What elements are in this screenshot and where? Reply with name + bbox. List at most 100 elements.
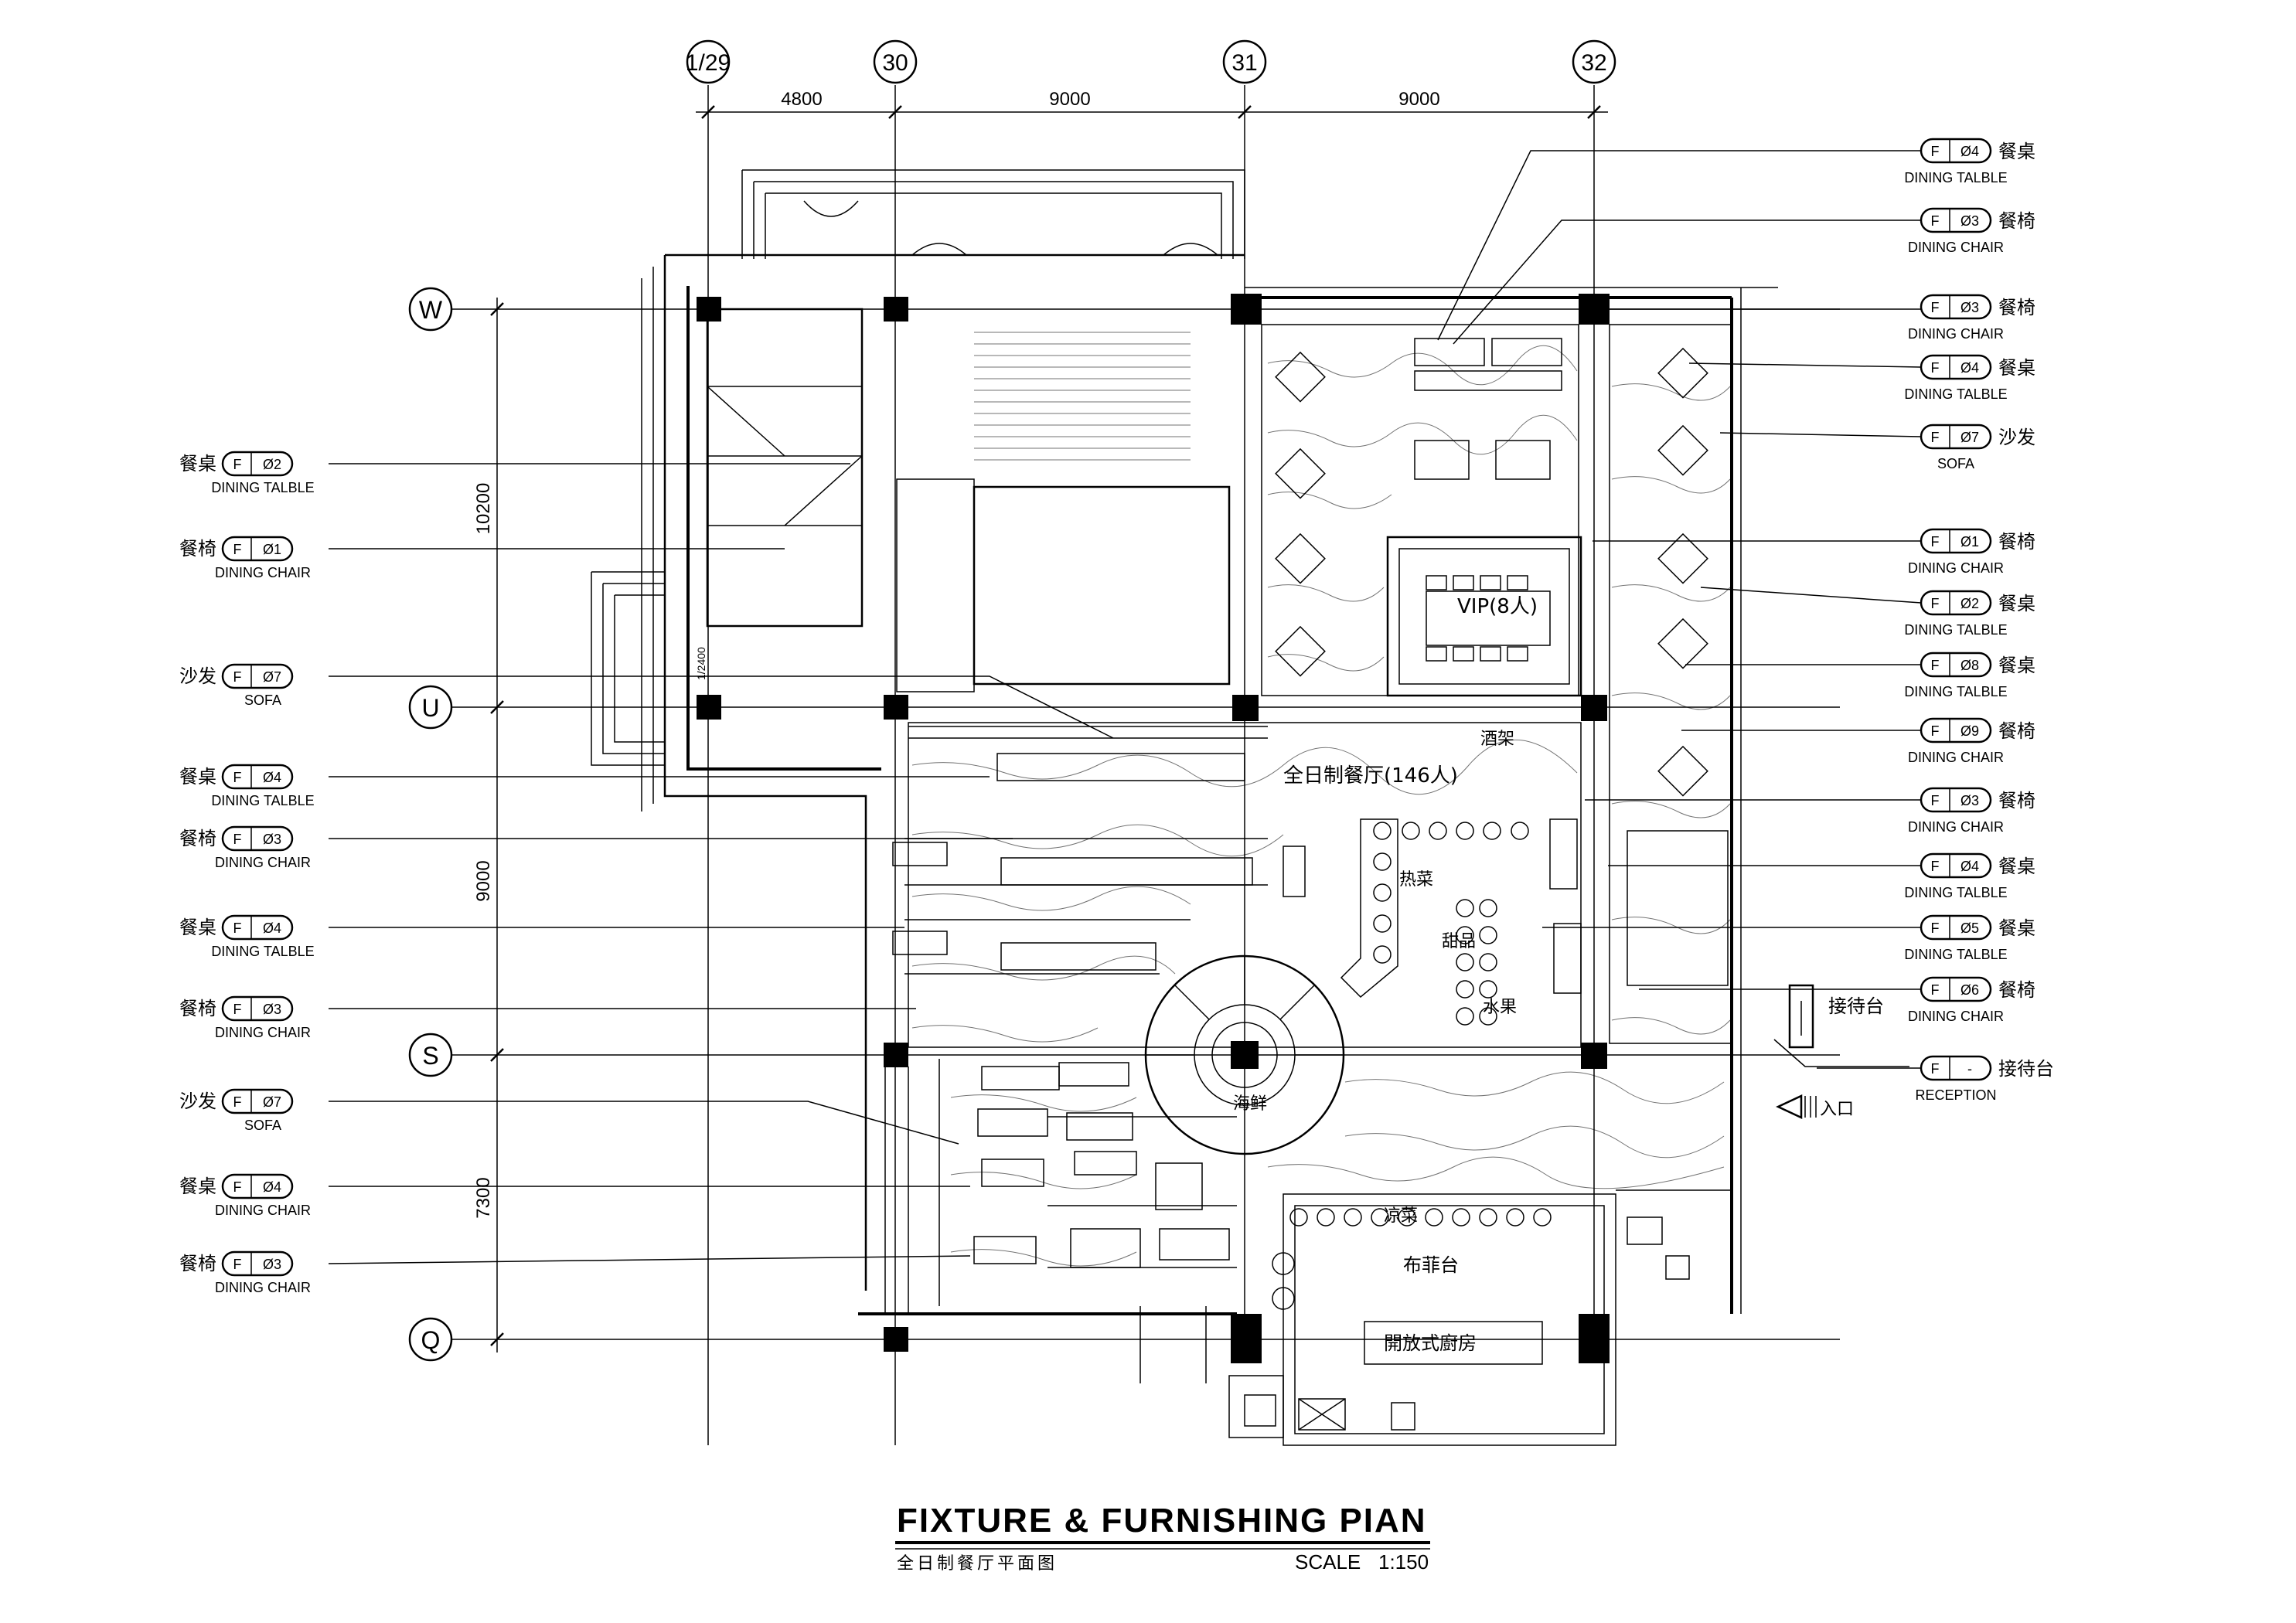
svg-text:Ø5: Ø5	[1960, 920, 1979, 936]
label-reception: 接待台	[1828, 995, 1884, 1017]
label-cold-dishes: 凉菜	[1384, 1206, 1418, 1226]
svg-text:DINING CHAIR: DINING CHAIR	[1908, 750, 2004, 765]
svg-text:1/29: 1/29	[686, 50, 731, 76]
grid-bubble-row-w: W	[408, 287, 453, 332]
svg-text:Ø8: Ø8	[1960, 658, 1979, 673]
svg-text:接待台: 接待台	[1998, 1058, 2054, 1080]
building-walls	[591, 169, 1778, 1446]
kitchen-fixtures	[1244, 1216, 1690, 1431]
callout-right-2: F Ø3 餐椅 DINING CHAIR	[1908, 207, 2035, 255]
entrance-arrow	[1776, 1094, 1817, 1119]
callout-right-3: F Ø3 餐椅 DINING CHAIR	[1908, 294, 2035, 342]
svg-text:W: W	[419, 296, 443, 324]
svg-text:沙发: 沙发	[179, 1091, 216, 1112]
dimension-left: 10200 9000 7300	[473, 298, 504, 1352]
callout-left-10: 餐椅 F Ø3 DINING CHAIR	[179, 1250, 311, 1295]
svg-text:-: -	[1967, 1061, 1972, 1077]
svg-text:F: F	[233, 1094, 242, 1110]
svg-text:10200: 10200	[473, 483, 494, 535]
svg-text:7300: 7300	[473, 1177, 494, 1218]
svg-text:餐桌: 餐桌	[1998, 655, 2035, 676]
svg-text:餐桌: 餐桌	[1998, 593, 2035, 614]
svg-text:DINING CHAIR: DINING CHAIR	[1908, 819, 2004, 835]
svg-text:F: F	[233, 542, 242, 557]
svg-text:Ø3: Ø3	[263, 1002, 281, 1017]
svg-text:Ø2: Ø2	[1960, 596, 1979, 611]
grid-bubble-col-31: 31	[1222, 39, 1267, 84]
callout-right-14: F - 接待台 RECEPTION	[1915, 1055, 2054, 1103]
dining-tables-diamond	[1275, 347, 1708, 797]
svg-text:F: F	[1931, 213, 1940, 229]
svg-text:Ø6: Ø6	[1960, 982, 1979, 998]
svg-text:F: F	[1931, 1061, 1940, 1077]
callout-leaders-right	[1437, 150, 1922, 1069]
svg-text:Q: Q	[421, 1326, 441, 1354]
svg-text:Ø9: Ø9	[1960, 723, 1979, 739]
structural-columns	[697, 294, 1610, 1363]
grid-column-lines	[707, 85, 1595, 1445]
callout-right-4: F Ø4 餐桌 DINING TALBLE	[1904, 354, 2035, 402]
seafood-station	[1144, 954, 1345, 1155]
callout-left-3: 沙发 F Ø7 SOFA	[179, 663, 294, 708]
svg-text:DINING TALBLE: DINING TALBLE	[1904, 684, 2007, 699]
dining-tables-main-hall	[892, 726, 1729, 994]
svg-text:RECEPTION: RECEPTION	[1915, 1087, 1996, 1103]
callout-leaders-left	[328, 463, 1114, 1264]
svg-text:F: F	[233, 920, 242, 936]
svg-text:餐椅: 餐椅	[1998, 720, 2035, 742]
svg-text:32: 32	[1581, 50, 1606, 76]
callout-right-5: F Ø7 沙发 SOFA	[1920, 424, 2035, 471]
svg-text:Ø1: Ø1	[263, 542, 281, 557]
label-desserts: 甜品	[1442, 932, 1476, 951]
svg-text:Ø3: Ø3	[1960, 300, 1979, 315]
svg-text:F: F	[233, 1002, 242, 1017]
svg-text:F: F	[1931, 859, 1940, 874]
svg-text:Ø4: Ø4	[263, 920, 281, 936]
svg-text:9000: 9000	[1398, 89, 1439, 110]
dining-tables-north	[1414, 338, 1562, 480]
svg-text:餐椅: 餐椅	[179, 828, 216, 849]
scale-value: 1:150	[1378, 1550, 1429, 1574]
svg-text:9000: 9000	[473, 860, 494, 901]
svg-text:Ø4: Ø4	[1960, 144, 1979, 159]
callout-left-4: 餐桌 F Ø4 DINING TALBLE	[179, 764, 315, 808]
svg-text:SOFA: SOFA	[1937, 456, 1974, 471]
scale-label: SCALE	[1295, 1550, 1361, 1574]
svg-text:Ø3: Ø3	[1960, 213, 1979, 229]
grid-bubble-col-1-29: 1/29	[686, 39, 731, 84]
svg-text:F: F	[233, 832, 242, 847]
svg-text:餐桌: 餐桌	[179, 1176, 216, 1197]
callout-left-2: 餐椅 F Ø1 DINING CHAIR	[179, 536, 311, 580]
callout-right-6: F Ø1 餐椅 DINING CHAIR	[1908, 528, 2035, 576]
drawing-title: FIXTURE & FURNISHING PIAN	[897, 1502, 1427, 1540]
svg-text:餐椅: 餐椅	[179, 538, 216, 560]
svg-text:DINING CHAIR: DINING CHAIR	[1908, 1009, 2004, 1024]
svg-text:F: F	[233, 669, 242, 685]
svg-text:F: F	[1931, 658, 1940, 673]
svg-text:F: F	[1931, 534, 1940, 550]
svg-text:DINING TALBLE: DINING TALBLE	[211, 944, 314, 959]
svg-text:F: F	[1931, 430, 1940, 445]
svg-text:Ø3: Ø3	[263, 832, 281, 847]
svg-text:餐桌: 餐桌	[179, 766, 216, 788]
room-labels: 全日制餐厅(146人) VIP(8人) 酒架 热菜 甜品 水果 海鲜 凉菜 布菲…	[695, 595, 1884, 1354]
svg-text:餐椅: 餐椅	[1998, 210, 2035, 232]
dining-tables-vip	[1426, 575, 1551, 662]
label-hot-dishes: 热菜	[1399, 870, 1433, 890]
svg-text:Ø4: Ø4	[1960, 859, 1979, 874]
grid-bubble-row-u: U	[408, 685, 453, 730]
label-fruits: 水果	[1483, 998, 1517, 1017]
callout-right-1: F Ø4 餐桌 DINING TALBLE	[1904, 138, 2035, 185]
svg-text:Ø7: Ø7	[1960, 430, 1979, 445]
stair-core	[706, 200, 1231, 692]
reception-desk	[1773, 984, 1909, 1067]
svg-text:DINING CHAIR: DINING CHAIR	[1908, 326, 2004, 342]
label-allday-restaurant: 全日制餐厅(146人)	[1283, 764, 1458, 788]
svg-text:餐桌: 餐桌	[1998, 917, 2035, 939]
svg-text:SOFA: SOFA	[244, 692, 281, 708]
svg-text:沙发: 沙发	[179, 665, 216, 687]
svg-text:餐椅: 餐椅	[179, 1253, 216, 1274]
buffet-counter-dots	[1272, 818, 1552, 1365]
callout-left-7: 餐椅 F Ø3 DINING CHAIR	[179, 995, 311, 1040]
svg-text:F: F	[233, 1257, 242, 1272]
